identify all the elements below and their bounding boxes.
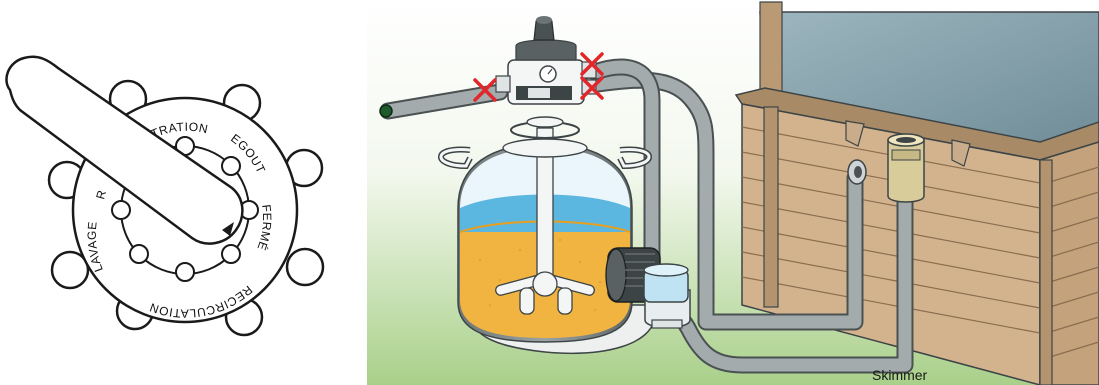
skimmer-label: Skimmer (872, 367, 928, 383)
pool-back-wall (760, 2, 782, 96)
pool-inlet-fitting (848, 160, 866, 184)
waste-pipe-end (380, 105, 392, 117)
multiport-valve-dial: FILTRATION EGOUT FERMÉ RECIRCULATION LAV… (6, 57, 323, 335)
skimmer[interactable] (888, 134, 924, 202)
installation-scene: Skimmer (367, 0, 1099, 385)
